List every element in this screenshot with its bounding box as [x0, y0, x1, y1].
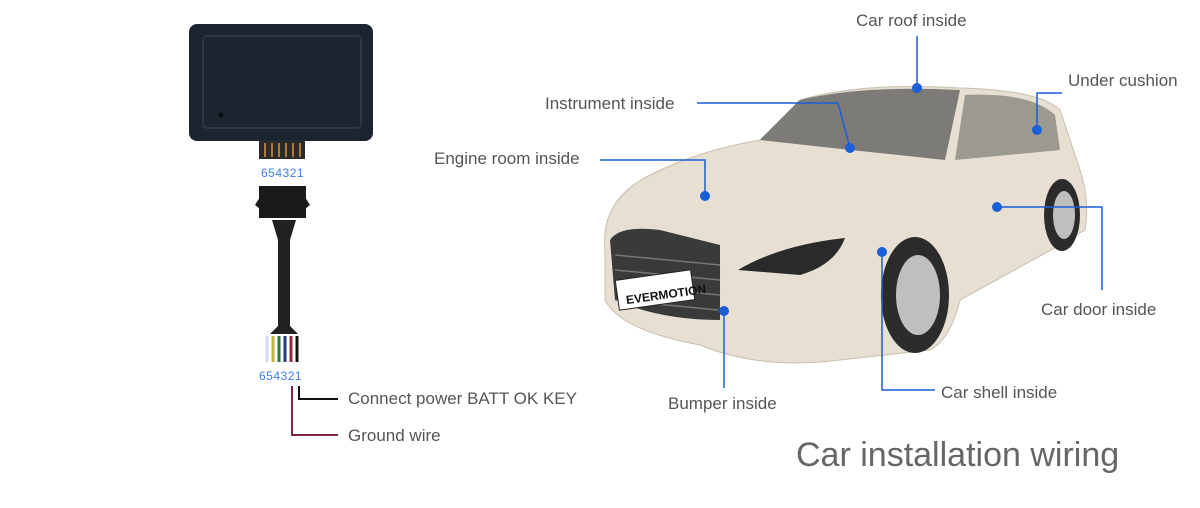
callout-lines: [600, 36, 1103, 391]
car-illustration: [604, 86, 1088, 364]
callout-car-roof: Car roof inside: [856, 11, 967, 30]
callout-car-shell: Car shell inside: [941, 383, 1058, 402]
pin-numbers-top: 654321: [261, 166, 305, 180]
callout-car-door: Car door inside: [1041, 300, 1157, 319]
callout-instrument: Instrument inside: [545, 94, 675, 113]
callout-under-cushion: Under cushion: [1068, 71, 1178, 90]
callout-bumper: Bumper inside: [668, 394, 777, 413]
wire-label-ground: Ground wire: [348, 426, 441, 445]
gps-tracker-device: [189, 24, 373, 159]
wire-harness: [255, 186, 338, 436]
diagram-title: Car installation wiring: [796, 436, 1120, 474]
callout-dots: [700, 83, 1042, 316]
wire-label-power: Connect power BATT OK KEY: [348, 389, 577, 408]
pin-numbers-bottom: 654321: [259, 369, 303, 383]
callout-engine-room: Engine room inside: [434, 149, 580, 168]
